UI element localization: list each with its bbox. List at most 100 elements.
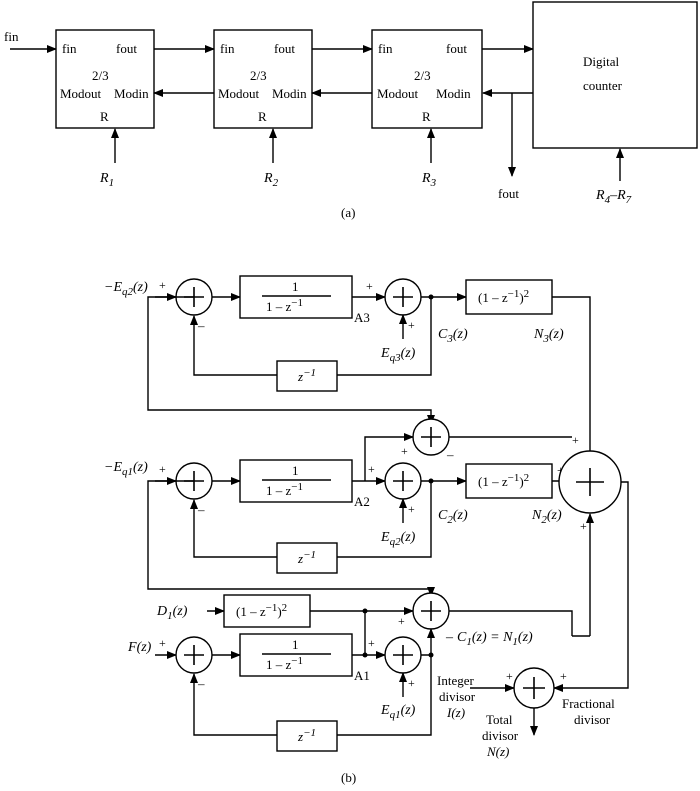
carry-c3: C3(z) (438, 327, 468, 345)
counter-line1: Digital (583, 54, 619, 69)
prescaler-stage-3: fin fout 2/3 Modout Modin R (371, 29, 483, 129)
svg-text:1 – z−1: 1 – z−1 (266, 481, 303, 498)
integrator-1: 1 1 – z−1 (239, 633, 353, 677)
part-b-mash-modulator: −Eq2(z) + 1 1 – z−1 A3 + + Eq3 (104, 275, 629, 785)
output-fout-label: fout (498, 186, 519, 201)
diff-filter-1: (1 – z−1)2 (223, 594, 311, 628)
diff-filter-3: (1 – z−1)2 (465, 279, 553, 315)
svg-text:z−1: z−1 (297, 727, 316, 744)
stage-2-modin: Modin (272, 86, 307, 101)
input-neg-eq2: −Eq2(z) (104, 280, 148, 298)
svg-text:1 – z−1: 1 – z−1 (266, 297, 303, 314)
summer-2b (384, 462, 422, 500)
svg-text:+: + (580, 519, 587, 533)
svg-text:+: + (366, 279, 373, 293)
svg-text:+: + (368, 462, 375, 476)
total-divisor-line1: Total (486, 712, 513, 727)
prescaler-stage-2: fin fout 2/3 Modout Modin R (213, 29, 313, 129)
svg-text:+: + (159, 278, 166, 292)
stage-1-fout: fout (116, 41, 137, 56)
svg-text:+: + (159, 636, 166, 650)
stage-1-fin: fin (62, 41, 77, 56)
total-divisor-line2: divisor (482, 728, 519, 743)
summer-3b (384, 278, 422, 316)
input-f: F(z) (127, 640, 152, 655)
svg-text:+: + (557, 463, 564, 477)
noise-eq3: Eq3(z) (380, 346, 416, 364)
svg-text:(1 – z−1)2: (1 – z−1)2 (478, 288, 529, 305)
stage-2-fin: fin (220, 41, 235, 56)
stage-3-fin: fin (378, 41, 393, 56)
input-neg-eq1: −Eq1(z) (104, 460, 148, 478)
svg-text:1: 1 (292, 637, 299, 652)
delay-1: z−1 (276, 720, 338, 752)
svg-text:+: + (408, 502, 415, 516)
summer-1a (175, 636, 213, 674)
svg-text:+: + (572, 433, 579, 447)
summer-1b (384, 636, 422, 674)
svg-text:1 – z−1: 1 – z−1 (266, 655, 303, 672)
r4-r7-label: R4–R7 (595, 188, 632, 206)
summer-2c (412, 418, 450, 456)
svg-text:+: + (408, 318, 415, 332)
stage-1-modout: Modout (60, 86, 102, 101)
svg-text:–: – (197, 502, 205, 517)
svg-text:–: – (446, 447, 454, 462)
svg-text:+: + (159, 462, 166, 476)
dither-d1: D1(z) (156, 604, 188, 622)
stage-3-r: R (422, 109, 431, 124)
row-1-stage: D1(z) (1 – z−1)2 + –C1(z) = N1(z) F(z) + (127, 592, 590, 752)
stage-2-r: R (258, 109, 267, 124)
delay-3: z−1 (276, 360, 338, 392)
r3-label: R3 (421, 171, 437, 189)
svg-text:+: + (398, 614, 405, 628)
stage-2-modout: Modout (218, 86, 260, 101)
svg-text:+: + (368, 636, 375, 650)
fractional-divisor-line1: Fractional (562, 696, 615, 711)
c1-equals-n1: –C1(z) = N1(z) (445, 630, 533, 648)
stage-2-fout: fout (274, 41, 295, 56)
delay-2: z−1 (276, 542, 338, 574)
svg-text:+: + (560, 669, 567, 683)
stage-1-modin: Modin (114, 86, 149, 101)
total-divisor-line3: N(z) (486, 744, 509, 759)
diff-filter-2: (1 – z−1)2 (465, 463, 553, 499)
svg-text:+: + (506, 669, 513, 683)
acc-label-a2: A2 (354, 494, 370, 509)
stage-3-ratio: 2/3 (414, 68, 431, 83)
digital-counter-block: Digital counter (532, 1, 698, 149)
total-divisor-summer: + + (506, 667, 567, 709)
stage-2-ratio: 2/3 (250, 68, 267, 83)
stage-3-modin: Modin (436, 86, 471, 101)
summer-1c (412, 592, 450, 630)
integrator-3: 1 1 – z−1 (239, 275, 353, 319)
part-a-prescaler-chain: fin fin fout 2/3 Modout Modin R R1 fin f… (4, 1, 698, 220)
svg-text:z−1: z−1 (297, 367, 316, 384)
svg-text:–: – (197, 318, 205, 333)
r2-label: R2 (263, 171, 279, 189)
caption-a: (a) (341, 205, 355, 220)
row-2-stage: + – −Eq1(z) + 1 1 – z−1 A2 + (104, 418, 572, 597)
acc-label-a3: A3 (354, 310, 370, 325)
counter-line2: counter (583, 78, 623, 93)
svg-text:+: + (401, 444, 408, 458)
stage-3-modout: Modout (377, 86, 419, 101)
svg-text:1: 1 (292, 463, 299, 478)
prescaler-stage-1: fin fout 2/3 Modout Modin R (55, 29, 155, 129)
svg-text:1: 1 (292, 279, 299, 294)
integrator-2: 1 1 – z−1 (239, 459, 353, 503)
svg-text:(1 – z−1)2: (1 – z−1)2 (236, 602, 287, 619)
stage-3-fout: fout (446, 41, 467, 56)
integer-divisor-line2: divisor (439, 689, 476, 704)
out-n2: N2(z) (531, 508, 562, 526)
integer-divisor-line1: Integer (437, 673, 474, 688)
svg-text:(1 – z−1)2: (1 – z−1)2 (478, 472, 529, 489)
r1-label: R1 (99, 171, 114, 189)
out-n3: N3(z) (533, 327, 564, 345)
caption-b: (b) (341, 770, 356, 785)
integer-divisor-line3: I(z) (446, 705, 465, 720)
svg-text:z−1: z−1 (297, 549, 316, 566)
stage-1-r: R (100, 109, 109, 124)
stage-1-ratio: 2/3 (92, 68, 109, 83)
row-3-stage: −Eq2(z) + 1 1 – z−1 A3 + + Eq3 (104, 275, 594, 465)
